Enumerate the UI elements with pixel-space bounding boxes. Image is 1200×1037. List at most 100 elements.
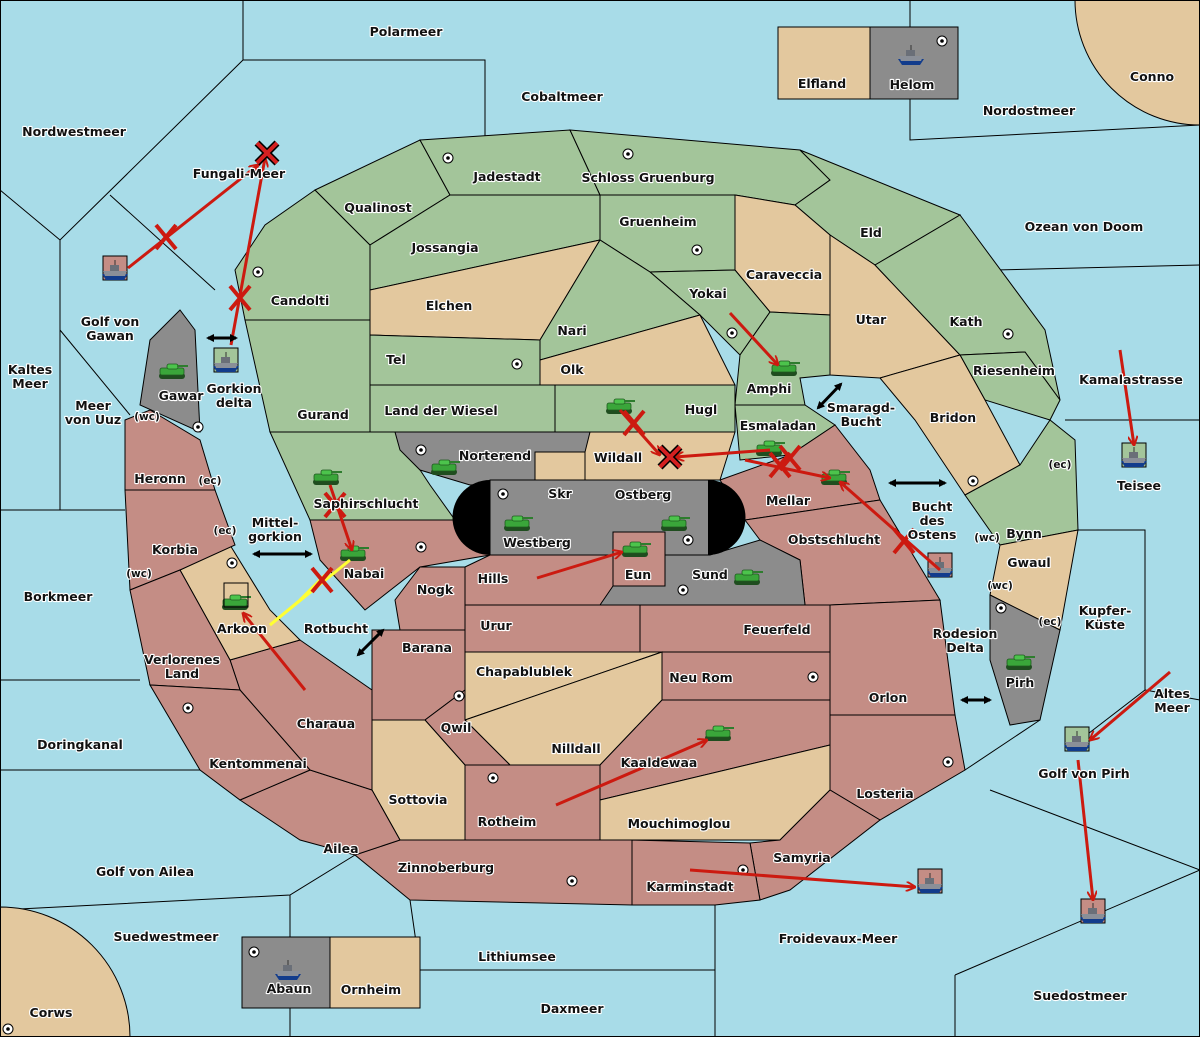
supply-center-icon: [967, 475, 979, 487]
sea-border: [994, 264, 1200, 271]
territory[interactable]: [829, 714, 966, 821]
territory[interactable]: [1074, 0, 1200, 126]
land-label: Utar: [856, 312, 888, 327]
land-label: Elfland: [798, 76, 846, 91]
supply-center-icon: [415, 541, 427, 553]
red-arrow-icon: [1076, 759, 1093, 900]
land-label: Chapablublek: [476, 664, 573, 679]
land-label: Charaua: [297, 716, 355, 731]
territory[interactable]: [329, 936, 421, 1009]
territory[interactable]: [149, 684, 311, 801]
tank-icon[interactable]: [504, 515, 533, 531]
supply-center-icon: [682, 534, 694, 546]
land-label: Helom: [890, 77, 935, 92]
ship-icon[interactable]: [917, 868, 943, 894]
tank-icon[interactable]: [705, 725, 734, 741]
ship-icon[interactable]: [898, 45, 924, 65]
land-label: Neu Rom: [669, 670, 732, 685]
territory[interactable]: [0, 906, 131, 1037]
ship-icon[interactable]: [213, 347, 239, 373]
territory[interactable]: [124, 409, 216, 491]
land-label: Qwil: [441, 720, 472, 735]
land-label: Abaun: [267, 981, 312, 996]
land-label: Jossangia: [410, 240, 478, 255]
land-label: Gwaul: [1007, 555, 1050, 570]
red-arrow-icon: [1090, 670, 1171, 740]
tank-icon[interactable]: [1006, 654, 1035, 670]
dislodged-x-icon: [254, 140, 280, 166]
sea-label: Suedwestmeer: [114, 929, 220, 944]
sea-label: Borkmeer: [24, 589, 94, 604]
land-label: Heronn: [134, 471, 186, 486]
territory[interactable]: [394, 566, 466, 631]
tank-icon[interactable]: [431, 459, 460, 475]
dislodged-x-icon: [657, 444, 683, 470]
land-label: Esmaladan: [740, 418, 816, 433]
labels-layer: PolarmeerCobaltmeerNordwestmeerFungali-M…: [7, 23, 1192, 1021]
label-line: des: [920, 513, 945, 528]
sea-label: Kupfer-Küste: [1079, 603, 1132, 632]
red-arrow-icon: [243, 613, 307, 691]
supply-center-icon: [726, 327, 738, 339]
label-line: Altes: [1154, 686, 1190, 701]
red-arrow-icon: [555, 740, 707, 807]
land-label: Hugl: [685, 402, 718, 417]
supply-center-icon: [442, 152, 454, 164]
coast-label: (ec): [199, 475, 222, 487]
label-line: gorkion: [248, 529, 302, 544]
sea-label: Mittel-gorkion: [248, 515, 302, 544]
supply-center-icon: [453, 690, 465, 702]
ship-icon[interactable]: [927, 552, 953, 578]
supply-center-icon: [192, 421, 204, 433]
ship-icon[interactable]: [1121, 442, 1147, 468]
ship-icon[interactable]: [1064, 726, 1090, 752]
ship-icon[interactable]: [1080, 898, 1106, 924]
supply-center-icon: [182, 702, 194, 714]
label-line: Land: [165, 666, 199, 681]
coast-label: (wc): [974, 532, 1000, 544]
supply-center-icon: [2, 1023, 14, 1035]
sea-label: Froidevaux-Meer: [779, 931, 898, 946]
sea-label: Rotbucht: [304, 621, 368, 636]
land-label: Olk: [560, 362, 584, 377]
land-label: Tel: [386, 352, 406, 367]
supply-center-icon: [622, 148, 634, 160]
land-label: Kath: [950, 314, 983, 329]
sea-label: Suedostmeer: [1033, 988, 1127, 1003]
sea-label: Smaragd-Bucht: [827, 400, 895, 429]
tank-icon[interactable]: [622, 541, 651, 557]
sea-label: Teisee: [1117, 478, 1161, 493]
tank-icon[interactable]: [313, 469, 342, 485]
land-label: Urur: [480, 618, 512, 633]
sea-label: Daxmeer: [540, 1001, 604, 1016]
ship-icon[interactable]: [102, 255, 128, 281]
land-label: Wildall: [594, 450, 642, 465]
land-label: Kentommenai: [209, 756, 307, 771]
tank-icon[interactable]: [661, 515, 690, 531]
supply-center-icon: [248, 946, 260, 958]
land-label: Nabai: [344, 566, 385, 581]
land-label: Bynn: [1006, 526, 1041, 541]
coast-label: (wc): [126, 568, 152, 580]
red-x-icon: [622, 409, 646, 437]
land-label: Riesenheim: [973, 363, 1055, 378]
land-label: Nilldall: [551, 741, 600, 756]
tank-icon[interactable]: [159, 363, 188, 379]
land-label: Sund: [692, 567, 728, 582]
ship-icon[interactable]: [275, 960, 301, 980]
red-arrow-icon: [229, 158, 265, 346]
land-label: Zinnoberburg: [398, 860, 494, 875]
red-x-icon: [892, 527, 916, 555]
coast-label: (ec): [214, 525, 237, 537]
supply-center-icon: [807, 671, 819, 683]
red-x-icon: [154, 223, 178, 251]
territory[interactable]: [129, 569, 241, 691]
red-arrow-icon: [328, 484, 352, 550]
tank-icon[interactable]: [771, 360, 800, 376]
tank-icon[interactable]: [734, 569, 763, 585]
